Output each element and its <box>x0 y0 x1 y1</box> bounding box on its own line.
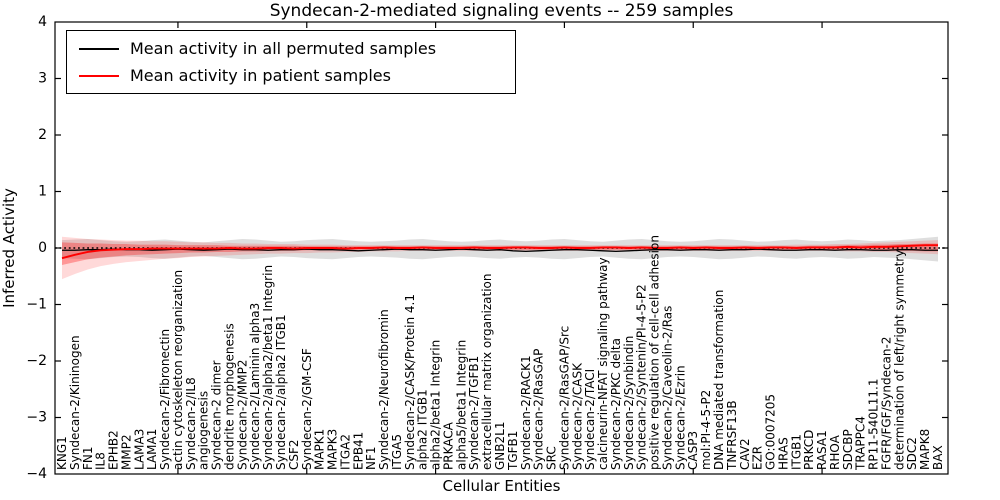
x-tick-label: ITGB1 <box>789 434 803 470</box>
legend-label-patient: Mean activity in patient samples <box>130 66 391 85</box>
x-tick-label: Syndecan-2/TGFB1 <box>467 356 481 470</box>
y-tick-label: −3 <box>26 410 47 426</box>
x-tick-label: alpha5/beta1 Integrin <box>454 340 468 470</box>
y-tick-label: −1 <box>26 297 47 313</box>
x-tick-label: SRC <box>545 446 559 470</box>
y-tick-label: 1 <box>38 184 47 200</box>
x-tick-label: SDC2 <box>905 437 919 470</box>
permuted-mean-line <box>62 248 938 253</box>
x-tick-label: Syndecan-2/CASK <box>570 362 584 470</box>
x-tick-label: RP11-540L11.1 <box>867 379 881 470</box>
x-tick-label: FGFR/FGF/Syndecan-2 <box>879 337 893 470</box>
x-tick-label: Syndecan-2/Laminin alpha3 <box>248 303 262 470</box>
x-tick-label: ITGA2 <box>338 434 352 470</box>
x-axis-label: Cellular Entities <box>442 477 561 495</box>
y-tick-label: −4 <box>26 466 47 482</box>
x-tick-label: GO:0007205 <box>764 394 778 470</box>
x-tick-label: MAPK3 <box>326 429 340 470</box>
x-tick-label: angiogenesis <box>197 391 211 470</box>
x-tick-label: mol:PI-4-5-P2 <box>699 390 713 470</box>
x-tick-label: Syndecan-2/alpha2/beta1 Integrin <box>261 265 275 470</box>
x-tick-label: Syndecan-2/PKC delta <box>609 338 623 470</box>
x-tick-label: Syndecan-2/MMP2 <box>235 360 249 470</box>
x-tick-label: EPB41 <box>351 432 365 470</box>
x-tick-label: alpha2/beta1 Integrin <box>429 340 443 470</box>
x-tick-label: determination of left/right symmetry <box>892 250 906 470</box>
x-tick-label: Syndecan-2/Caveolin-2/Ras <box>660 306 674 470</box>
legend-item-patient: Mean activity in patient samples <box>79 66 515 85</box>
chart-title: Syndecan-2-mediated signaling events -- … <box>269 1 734 21</box>
x-tick-label: MAPK8 <box>918 429 932 470</box>
x-tick-label: Syndecan-2/TACI <box>583 369 597 470</box>
x-tick-label: TRAPPC4 <box>854 416 868 471</box>
x-tick-label: Syndecan-2/Synbindin <box>622 336 636 470</box>
x-tick-label: Syndecan-2/Neurofibromin <box>377 309 391 470</box>
x-tick-label: Syndecan-2/RasGAP <box>532 349 546 470</box>
x-tick-label: LAMA3 <box>132 429 146 470</box>
x-tick-label: TGFB1 <box>506 431 520 471</box>
legend-item-permuted: Mean activity in all permuted samples <box>79 39 515 58</box>
y-tick-label: −2 <box>26 353 47 369</box>
x-tick-label: Syndecan-2/Fibronectin <box>158 329 172 470</box>
x-tick-label: LAMA1 <box>145 429 159 470</box>
x-tick-label: Syndecan-2/alpha2 ITGB1 <box>274 314 288 470</box>
x-tick-label: Syndecan-2/RasGAP/Src <box>557 326 571 470</box>
x-tick-label: MAPK1 <box>313 429 327 470</box>
permuted-line-swatch <box>79 47 119 50</box>
x-tick-label: ITGA5 <box>390 434 404 470</box>
y-tick-label: 0 <box>38 240 47 256</box>
x-tick-label: RASA1 <box>815 430 829 470</box>
x-tick-label: Syndecan-2/Kininogen <box>68 335 82 470</box>
x-tick-label: TNFRSF13B <box>725 400 739 471</box>
x-tick-label: Syndecan-2/RACK1 <box>519 355 533 470</box>
x-tick-label: KNG1 <box>55 436 69 470</box>
x-tick-label: MMP2 <box>119 434 133 470</box>
y-tick-label: 4 <box>38 14 47 30</box>
x-tick-label: IL8 <box>94 452 108 470</box>
x-tick-label: Syndecan-2/Syntenin/PI-4-5-P2 <box>635 284 649 470</box>
x-tick-label: PRKCD <box>802 430 816 470</box>
x-tick-label: Syndecan-2 dimer <box>210 360 224 470</box>
x-tick-label: dendrite morphogenesis <box>222 323 236 470</box>
x-tick-label: CSF2 <box>287 439 301 470</box>
x-tick-label: FN1 <box>81 446 95 470</box>
x-tick-label: alpha2 ITGB1 <box>416 389 430 470</box>
patient-mean-line <box>61 244 938 260</box>
y-tick-label: 3 <box>38 71 47 87</box>
x-tick-label: NF1 <box>364 446 378 470</box>
x-tick-label: calcineurin-NFAT signaling pathway <box>596 257 610 470</box>
x-tick-label: CASP3 <box>686 431 700 470</box>
x-tick-label: HRAS <box>776 437 790 470</box>
x-tick-label: extracellular matrix organization <box>480 274 494 471</box>
x-tick-label: CAV2 <box>738 438 752 470</box>
x-tick-label: positive regulation of cell-cell adhesio… <box>648 235 662 470</box>
x-tick-label: BAX <box>931 445 945 470</box>
x-tick-label: Syndecan-2/IL8 <box>184 377 198 470</box>
x-tick-label: EPHB2 <box>107 430 121 470</box>
y-tick-label: 2 <box>38 127 47 143</box>
x-tick-label: GNB2L1 <box>493 422 507 470</box>
legend-label-permuted: Mean activity in all permuted samples <box>130 39 437 58</box>
x-tick-label: actin cytoskeleton reorganization <box>171 270 185 470</box>
x-tick-label: SDCBP <box>841 429 855 470</box>
x-tick-label: Syndecan-2/Ezrin <box>673 365 687 470</box>
x-tick-label: Syndecan-2/GM-CSF <box>300 348 314 470</box>
x-tick-label: RHOA <box>828 434 842 470</box>
x-tick-label: Syndecan-2/CASK/Protein 4.1 <box>403 294 417 470</box>
patient-line-swatch <box>79 74 119 77</box>
x-tick-label: DNA mediated transformation <box>712 290 726 470</box>
x-tick-label: EZR <box>751 446 765 470</box>
x-tick-label: PRKACA <box>441 421 455 470</box>
legend: Mean activity in all permuted samples Me… <box>66 30 516 94</box>
